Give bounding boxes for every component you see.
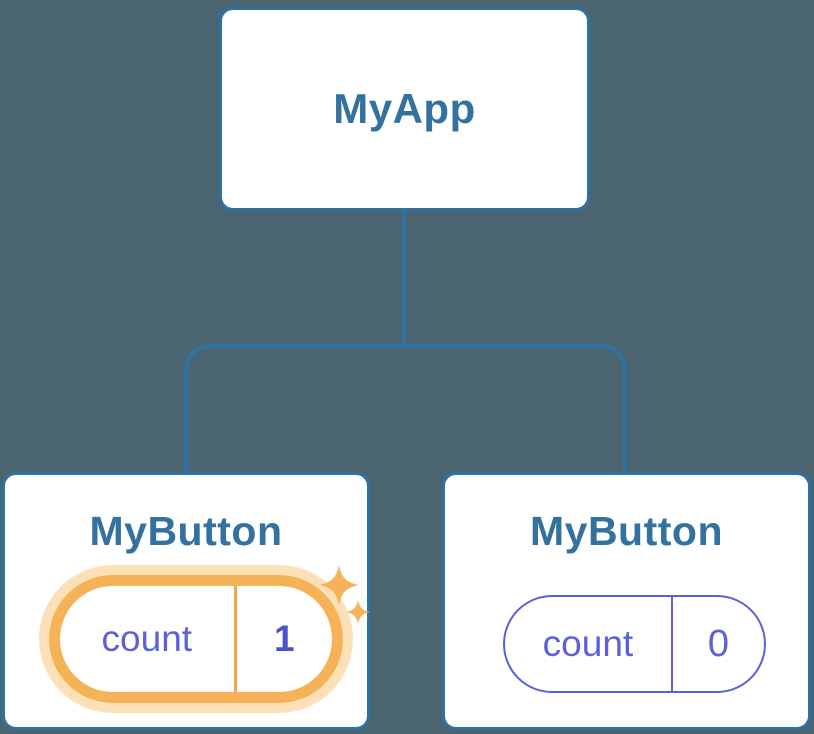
node-label-mybutton-updated: MyButton xyxy=(89,508,283,554)
state-pill-highlighted: count 1 xyxy=(60,586,332,692)
sparkle-icon xyxy=(346,600,370,624)
component-node-myapp: MyApp xyxy=(219,7,590,211)
component-node-mybutton-updated: MyButton count 1 xyxy=(2,472,370,730)
connector-stem xyxy=(402,209,406,346)
state-value: 1 xyxy=(274,618,295,659)
connector-branch xyxy=(184,344,627,475)
node-label-myapp: MyApp xyxy=(333,85,476,132)
node-label-mybutton-plain: MyButton xyxy=(529,508,723,554)
sparkle-icon xyxy=(319,565,359,605)
component-node-mybutton-plain: MyButton count 0 xyxy=(442,472,811,730)
state-value: 0 xyxy=(707,622,729,665)
state-pill-plain: count 0 xyxy=(503,595,766,693)
state-key-label: count xyxy=(60,586,237,692)
state-key-label: count xyxy=(505,597,673,691)
